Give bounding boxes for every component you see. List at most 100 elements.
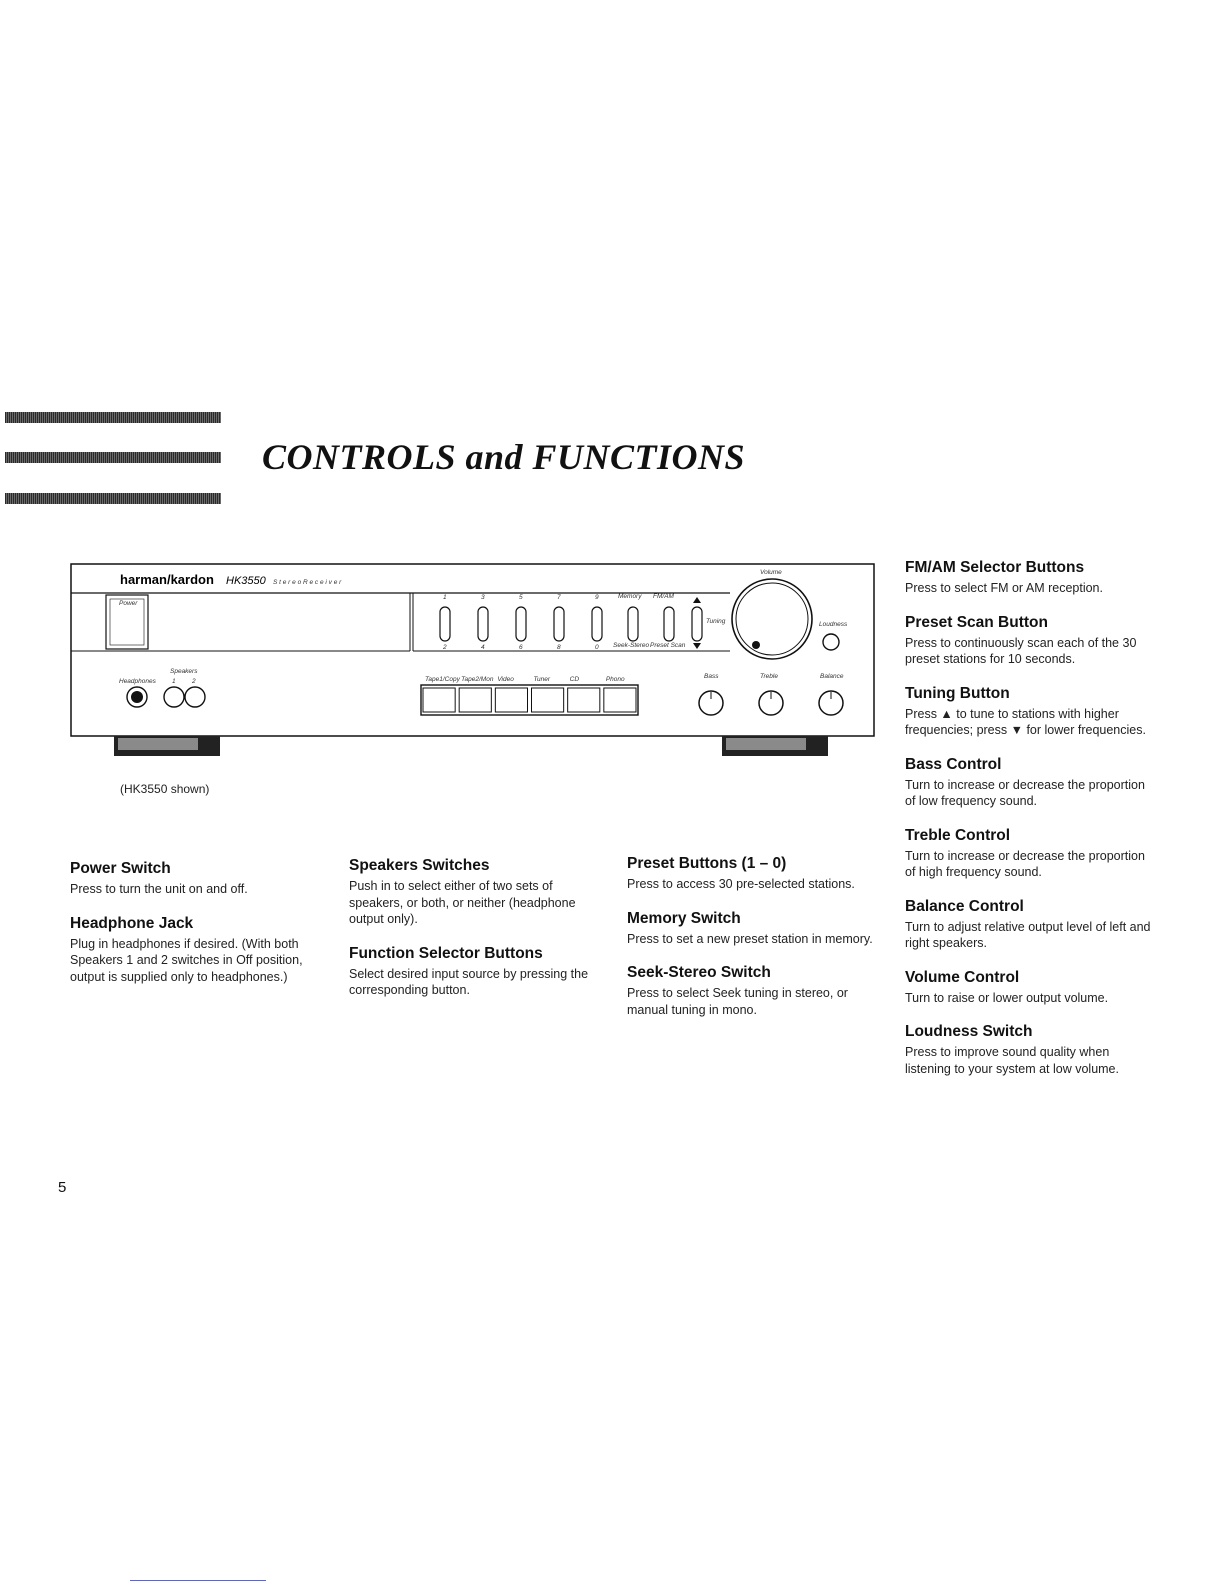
preset-scan-label: Preset Scan: [650, 642, 686, 649]
fm-am-label: FM/AM: [653, 593, 675, 600]
section-heading: Treble Control: [905, 826, 1011, 844]
section-heading: Memory Switch: [627, 909, 741, 927]
preset-top-label: 7: [557, 594, 561, 601]
preset-bottom-label: 0: [595, 644, 599, 651]
function-label: Video: [497, 676, 514, 683]
preset-button[interactable]: [477, 606, 489, 642]
function-selector-panel: [420, 684, 639, 716]
function-button[interactable]: [494, 687, 529, 713]
preset-button[interactable]: [553, 606, 565, 642]
decor-bar-1: [5, 412, 221, 423]
balance-label: Balance: [820, 673, 844, 680]
section-heading: Bass Control: [905, 755, 1002, 773]
svg-text:2: 2: [191, 678, 196, 685]
bass-label: Bass: [704, 673, 719, 680]
model-name: HK3550: [226, 575, 267, 587]
function-label: CD: [570, 676, 580, 683]
section-text: Select desired input source by pressing …: [349, 966, 589, 998]
preset-bottom-label: 2: [442, 644, 447, 651]
section-heading: Headphone Jack: [70, 914, 194, 932]
function-label: Phono: [606, 676, 625, 683]
page-title: CONTROLS and FUNCTIONS: [262, 437, 746, 477]
section-text: Press to select Seek tuning in stereo, o…: [627, 986, 848, 1017]
section-text: Press to improve sound quality when list…: [905, 1045, 1119, 1076]
bass-knob[interactable]: [698, 690, 724, 716]
loudness-switch[interactable]: [822, 633, 840, 651]
function-button[interactable]: [422, 687, 456, 713]
section-text: Turn to raise or lower output volume.: [905, 990, 1109, 1005]
section-text: Turn to increase or decrease the proport…: [905, 777, 1145, 809]
headphones-label: Headphones: [119, 678, 157, 685]
function-label: Tuner: [534, 676, 551, 683]
receiver-illustration: harman/kardon HK3550 S t e r e o R e c e…: [70, 563, 875, 756]
section-text: Press to select FM or AM reception.: [905, 581, 1103, 595]
page-number: 5: [58, 1179, 67, 1196]
preset-button[interactable]: [515, 606, 527, 642]
speakers-label: Speakers: [170, 668, 198, 675]
volume-label: Volume: [760, 569, 782, 576]
svg-text:1: 1: [172, 678, 176, 685]
preset-top-label: 5: [519, 594, 523, 601]
section-heading: Speakers Switches: [349, 857, 490, 874]
section-heading: Power Switch: [70, 860, 171, 877]
section-heading: Loudness Switch: [905, 1023, 1033, 1040]
tuning-button[interactable]: [691, 606, 703, 642]
preset-button[interactable]: [591, 606, 603, 642]
preset-button[interactable]: [439, 606, 451, 642]
column-3: Preset Buttons (1 – 0) Press to access 30…: [627, 855, 882, 1035]
volume-knob[interactable]: [735, 582, 809, 656]
memory-label: Memory: [618, 593, 642, 600]
decor-bar-3: [5, 493, 221, 504]
fm-am-button[interactable]: [663, 606, 675, 642]
section-heading: Preset Buttons (1 – 0): [627, 855, 787, 872]
section-text: Turn to adjust relative output level of …: [905, 919, 1151, 951]
function-button[interactable]: [567, 687, 601, 713]
loudness-label: Loudness: [819, 621, 848, 628]
section-heading: Seek-Stereo Switch: [627, 964, 771, 981]
speakers-2-switch[interactable]: [184, 686, 206, 708]
function-button[interactable]: [603, 687, 637, 713]
preset-bottom-label: 6: [519, 644, 523, 651]
function-button[interactable]: [531, 687, 565, 713]
treble-label: Treble: [760, 673, 778, 680]
figure-caption: (HK3550 shown): [120, 782, 210, 796]
treble-knob[interactable]: [758, 690, 784, 716]
preset-top-label: 3: [481, 594, 485, 601]
footer-rule: [130, 1580, 266, 1581]
preset-top-label: 1: [443, 594, 447, 601]
seek-stereo-label: Seek-Stereo: [613, 642, 650, 649]
section-text: Plug in headphones if desired. (With bot…: [70, 936, 303, 984]
section-text: Press to access 30 pre-selected stations…: [627, 877, 855, 891]
tune-down-arrow: [693, 643, 701, 649]
brand-name: harman/kardon: [120, 572, 214, 587]
function-button[interactable]: [458, 687, 492, 713]
memory-switch[interactable]: [627, 606, 639, 642]
speakers-1-switch[interactable]: [163, 686, 185, 708]
section-text: Turn to increase or decrease the proport…: [905, 848, 1145, 880]
section-text: Push in to select either of two sets of …: [349, 879, 576, 926]
tune-up-arrow: [693, 597, 701, 603]
preset-bottom-label: 8: [557, 644, 561, 651]
volume-indicator: [752, 641, 760, 649]
section-text: Press to turn the unit on and off.: [70, 882, 248, 896]
section-heading: Balance Control: [905, 897, 1024, 915]
model-subtitle: S t e r e o R e c e i v e r: [273, 579, 342, 586]
tuning-label: Tuning: [706, 618, 726, 625]
balance-knob[interactable]: [818, 690, 844, 716]
